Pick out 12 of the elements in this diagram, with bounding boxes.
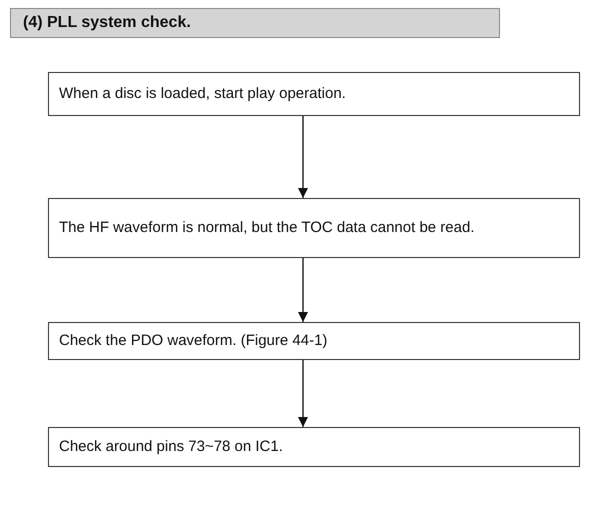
process-box xyxy=(48,72,580,116)
arrow xyxy=(298,116,308,198)
step-text: Check around pins 73~78 on IC1. xyxy=(59,437,283,457)
arrow xyxy=(298,360,308,427)
arrow xyxy=(298,258,308,322)
process-box xyxy=(48,322,580,360)
step-text: Check the PDO waveform. (Figure 44-1) xyxy=(59,331,328,351)
step-text: When a disc is loaded, start play operation. xyxy=(59,84,346,104)
process-box xyxy=(48,427,580,467)
title-bar: (4) PLL system check. xyxy=(10,8,500,38)
process-box xyxy=(48,198,580,258)
step-text: The HF waveform is normal, but the TOC data cannot be read. xyxy=(59,218,474,238)
